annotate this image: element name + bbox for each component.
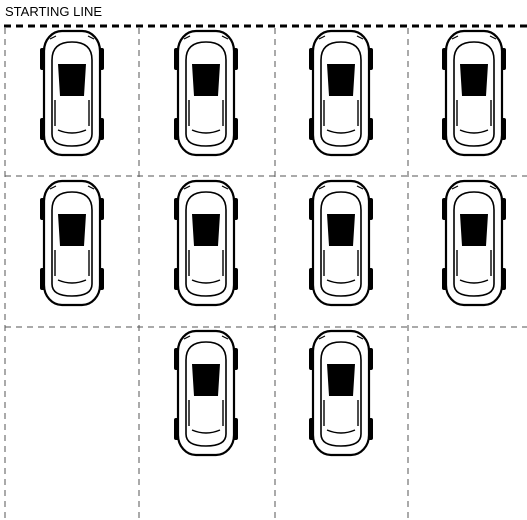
- cars: [40, 31, 506, 455]
- race-car-icon: [442, 181, 506, 305]
- race-car-icon: [174, 31, 238, 155]
- race-car-icon: [309, 331, 373, 455]
- race-car-icon: [174, 331, 238, 455]
- race-car-icon: [442, 31, 506, 155]
- race-car-icon: [40, 181, 104, 305]
- race-car-icon: [309, 181, 373, 305]
- race-car-icon: [174, 181, 238, 305]
- race-car-icon: [309, 31, 373, 155]
- race-car-icon: [40, 31, 104, 155]
